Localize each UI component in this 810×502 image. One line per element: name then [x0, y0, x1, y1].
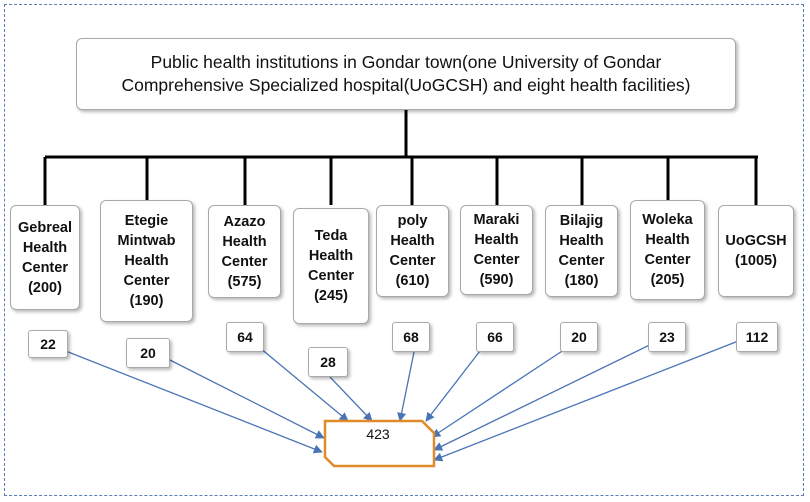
facility-label-line: Center — [558, 253, 605, 269]
count-teda: 28 — [308, 347, 348, 377]
arrow-to-total — [159, 354, 325, 439]
facility-label-line: (180) — [564, 273, 599, 289]
facility-label-line: Center — [389, 253, 436, 269]
facility-label-line: Health — [308, 248, 354, 264]
facility-label-line: Health — [22, 239, 68, 256]
facility-azazo: Azazo Health Center (575) — [208, 205, 281, 298]
count-etegie-mintwab: 20 — [126, 338, 170, 368]
facility-woleka: Woleka Health Center (205) — [630, 200, 705, 300]
count-bilajig: 20 — [560, 322, 598, 352]
facility-label-line: Woleka — [642, 212, 693, 228]
facility-label-line: poly — [397, 213, 428, 229]
facility-label-line: (200) — [28, 279, 62, 296]
count-gebreal: 22 — [28, 330, 68, 358]
facility-label-line: Center — [123, 273, 170, 289]
arrow-to-total — [433, 337, 747, 462]
facility-teda: Teda Health Center (245) — [293, 208, 369, 324]
facility-label-line: Etegie — [124, 213, 169, 229]
facility-bilajig: Bilajig Health Center (180) — [545, 205, 618, 297]
facility-label-line: UoGCSH — [725, 233, 787, 249]
total-box-outline — [323, 419, 436, 468]
facility-label-line: Health — [390, 233, 435, 249]
total-value: 423 — [366, 426, 390, 442]
facility-maraki: Maraki Health Center (590) — [460, 205, 533, 295]
facility-label-line: (190) — [129, 293, 164, 309]
facility-label-line: Center — [221, 253, 268, 270]
facility-poly: poly Health Center (610) — [376, 205, 449, 297]
facility-label-line: (610) — [395, 273, 430, 289]
arrow-to-total — [247, 337, 349, 422]
arrow-to-total — [329, 376, 373, 422]
facility-label-line: Health — [645, 232, 690, 248]
facility-uogcsh: UoGCSH (1005) — [718, 205, 794, 297]
facility-label-line: Center — [22, 259, 68, 276]
facility-label-line: Gebreal — [18, 219, 72, 236]
facility-label-line: Center — [308, 268, 354, 284]
facility-label-line: (1005) — [735, 253, 777, 269]
arrow-to-total — [433, 337, 665, 451]
facility-label-line: Center — [473, 252, 520, 268]
facility-label-line: (205) — [650, 272, 685, 288]
facility-label-line: (245) — [314, 288, 348, 304]
arrow-to-total — [397, 351, 415, 422]
facility-label-line: Mintwab — [117, 233, 176, 249]
diagram-frame — [4, 4, 804, 496]
count-uogcsh: 112 — [736, 322, 778, 352]
facility-label-line: Health — [222, 233, 267, 250]
title-line-2: Comprehensive Specialized hospital(UoGCS… — [121, 75, 691, 95]
count-poly: 68 — [392, 322, 430, 352]
count-azazo: 64 — [226, 322, 264, 352]
count-woleka: 23 — [648, 322, 686, 352]
facility-label-line: (590) — [479, 272, 514, 288]
facility-etegie-mintwab: Etegie Mintwab Health Center (190) — [100, 200, 193, 322]
arrow-to-total — [431, 337, 583, 438]
facility-label-line: Health — [474, 232, 519, 248]
facility-label-line: Azazo — [223, 213, 266, 230]
count-maraki: 66 — [476, 322, 514, 352]
facility-label-line: (575) — [227, 273, 262, 290]
title-box: Public health institutions in Gondar tow… — [76, 38, 736, 110]
facility-label-line: Health — [559, 233, 604, 249]
facility-label-line: Teda — [314, 228, 348, 244]
total-box: 423 — [322, 418, 434, 468]
facility-gebreal: Gebreal Health Center (200) — [10, 205, 80, 310]
title-line-1: Public health institutions in Gondar tow… — [150, 52, 662, 72]
facility-label-line: Maraki — [473, 212, 520, 228]
facility-label-line: Bilajig — [559, 213, 604, 229]
arrow-to-total — [47, 343, 323, 454]
facility-label-line: Center — [644, 252, 691, 268]
facility-label-line: Health — [124, 253, 169, 269]
